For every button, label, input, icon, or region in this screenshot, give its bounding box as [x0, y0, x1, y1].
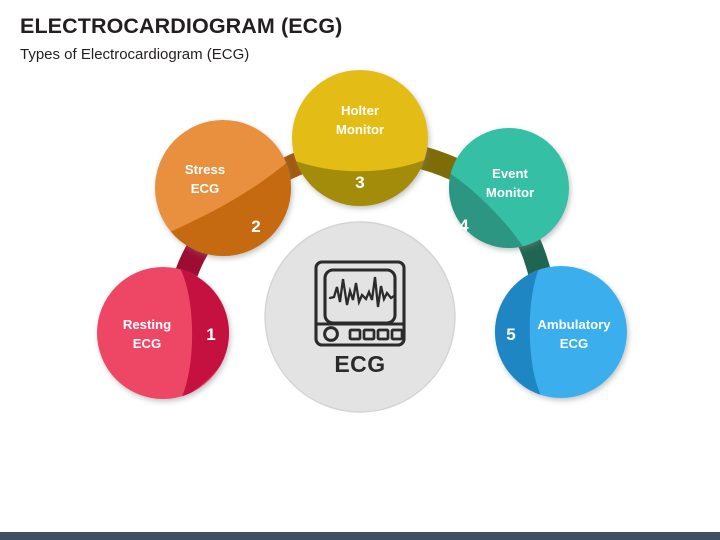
- node-stress-ecg[interactable]: Stress ECG 2: [155, 120, 294, 256]
- node-label-line2: ECG: [560, 336, 589, 351]
- node-label-line1: Stress: [185, 162, 225, 177]
- page-title: ELECTROCARDIOGRAM (ECG): [20, 14, 343, 38]
- node-number-segment: [170, 158, 291, 256]
- node-label-line2: Monitor: [486, 185, 534, 200]
- node-label-line2: ECG: [191, 181, 220, 196]
- node-number: 3: [355, 173, 364, 192]
- center-label: ECG: [334, 351, 385, 377]
- node-label-line2: ECG: [133, 336, 162, 351]
- node-label-line1: Holter: [341, 103, 379, 118]
- ecg-monitor-icon: [314, 260, 406, 347]
- slide-header: ELECTROCARDIOGRAM (ECG) Types of Electro…: [20, 14, 680, 64]
- node-number: 2: [251, 217, 260, 236]
- node-number-segment: [495, 266, 542, 398]
- page-subtitle: Types of Electrocardiogram (ECG): [20, 45, 250, 63]
- node-label-line2: Monitor: [336, 122, 384, 137]
- node-label-line1: Ambulatory: [537, 317, 611, 332]
- node-ambulatory-ecg[interactable]: Ambulatory ECG 5: [492, 266, 627, 398]
- node-event-monitor[interactable]: Event Monitor 4: [438, 128, 569, 255]
- node-holter-monitor[interactable]: Holter Monitor 3: [288, 70, 434, 220]
- center-circle: [264, 221, 456, 413]
- node-resting-ecg[interactable]: Resting ECG 1: [97, 267, 232, 399]
- node-number-segment: [180, 268, 229, 399]
- center-node[interactable]: ECG: [264, 221, 456, 413]
- node-number: 1: [206, 325, 215, 344]
- footer-bar: [0, 532, 720, 540]
- node-number: 5: [506, 325, 515, 344]
- node-label-line1: Resting: [123, 317, 171, 332]
- node-number: 4: [459, 216, 469, 235]
- node-label-line1: Event: [492, 166, 529, 181]
